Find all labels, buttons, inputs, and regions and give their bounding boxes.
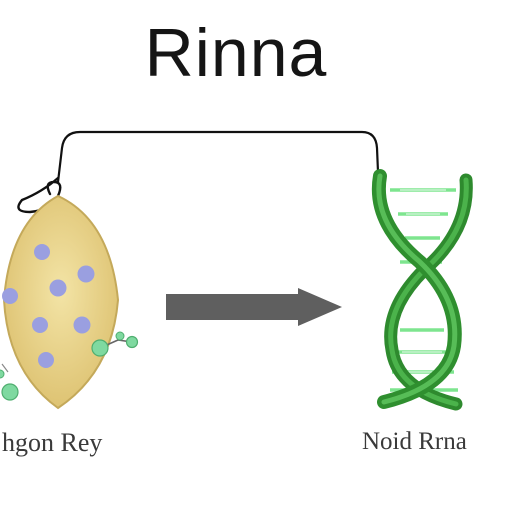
dna-helix-icon	[371, 169, 473, 411]
cell-dot	[38, 352, 54, 368]
molecule-icon-small	[0, 363, 19, 401]
right-label: Noid Rrna	[362, 428, 467, 455]
cell-dot	[73, 316, 91, 334]
cell-shape-icon	[2, 194, 120, 410]
molecule-icon	[91, 331, 139, 357]
connector-line	[17, 130, 382, 214]
left-label: hgon Rey	[2, 428, 103, 457]
cell-dot	[34, 244, 50, 260]
right-arrow-icon	[166, 288, 342, 326]
cell-dot	[49, 279, 67, 297]
cell-dot	[77, 265, 95, 283]
cell-dot	[2, 288, 18, 304]
cell-dot	[32, 317, 48, 333]
diagram-title: Rinna	[144, 15, 328, 91]
